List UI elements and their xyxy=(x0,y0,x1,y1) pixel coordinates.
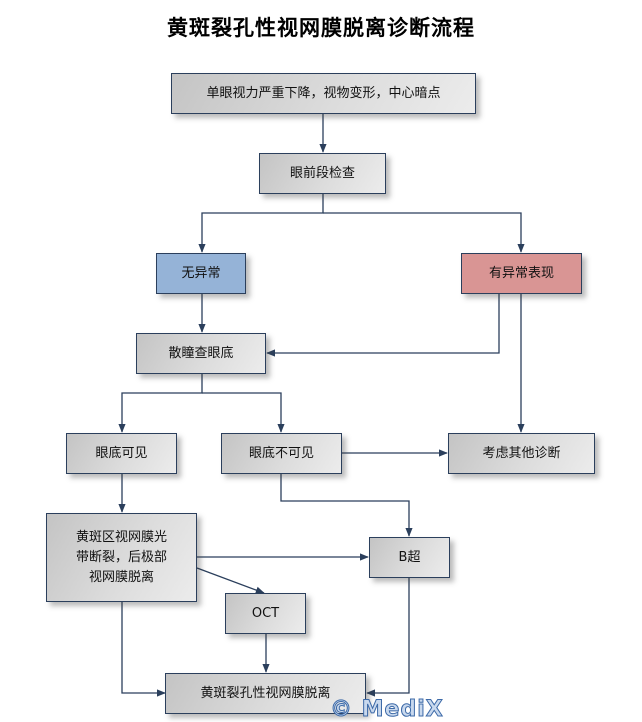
diagram-title: 黄斑裂孔性视网膜脱离诊断流程 xyxy=(167,15,475,40)
edge-anterior-exam-to-abnormal xyxy=(323,212,525,253)
edge-abnormal-to-dilated-fundus xyxy=(266,293,500,357)
node-abnormal: 有异常表现 xyxy=(461,253,582,294)
node-final-diagnosis: 黄斑裂孔性视网膜脱离 xyxy=(165,673,366,714)
edge-dilated-fundus-to-fundus-visible xyxy=(118,373,203,433)
node-other-diagnosis-label: 考虑其他诊断 xyxy=(482,445,561,461)
edge-anterior-exam-to-no-abnormal xyxy=(198,193,324,253)
watermark: © MediX xyxy=(330,697,444,722)
node-b-scan-label: B超 xyxy=(398,549,421,565)
node-fundus-not-visible-label: 眼底不可见 xyxy=(248,445,314,461)
node-final-diagnosis-label: 黄斑裂孔性视网膜脱离 xyxy=(200,685,331,701)
edge-fundus-not-visible-to-b-scan xyxy=(280,473,413,537)
node-abnormal-label: 有异常表现 xyxy=(488,265,554,281)
node-oct: OCT xyxy=(225,593,306,634)
node-dilated-fundus: 散瞳查眼底 xyxy=(136,333,266,374)
node-macular-finding-label: 黄斑区视网膜光带断裂，后极部视网膜脱离 xyxy=(75,529,167,585)
node-no-abnormal-label: 无异常 xyxy=(181,265,221,281)
node-anterior-exam-label: 眼前段检查 xyxy=(289,165,355,181)
edge-macular-finding-to-oct xyxy=(196,567,265,594)
node-fundus-not-visible: 眼底不可见 xyxy=(221,433,342,474)
node-no-abnormal: 无异常 xyxy=(156,253,246,294)
node-symptoms-label: 单眼视力严重下降，视物变形，中心暗点 xyxy=(206,85,441,101)
edge-macular-finding-to-final xyxy=(121,601,166,697)
node-other-diagnosis: 考虑其他诊断 xyxy=(448,433,595,474)
node-oct-label: OCT xyxy=(251,605,280,621)
node-fundus-visible-label: 眼底可见 xyxy=(95,445,148,461)
node-symptoms: 单眼视力严重下降，视物变形，中心暗点 xyxy=(171,73,476,114)
edge-b-scan-to-final xyxy=(366,577,410,697)
node-b-scan: B超 xyxy=(369,537,450,578)
node-macular-finding: 黄斑区视网膜光带断裂，后极部视网膜脱离 xyxy=(46,513,197,602)
node-fundus-visible: 眼底可见 xyxy=(66,433,177,474)
node-dilated-fundus-label: 散瞳查眼底 xyxy=(168,345,234,361)
edge-dilated-fundus-to-fundus-not-visible xyxy=(202,392,285,433)
node-anterior-exam: 眼前段检查 xyxy=(259,153,386,194)
